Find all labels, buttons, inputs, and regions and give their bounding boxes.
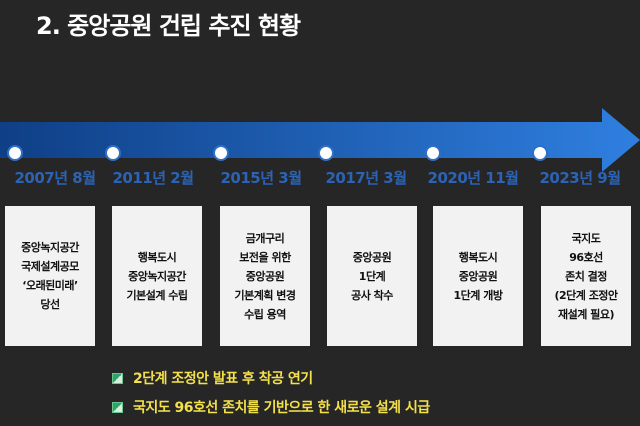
milestone-card-line: 기본계획 변경	[234, 288, 296, 302]
timeline-arrow-body	[0, 108, 640, 172]
milestone-card-line: 중앙공원	[352, 250, 392, 264]
milestone-card-line: 수립 용역	[244, 307, 286, 321]
milestone-card-line: 공사 착수	[351, 288, 393, 302]
milestone-card-line: 중앙공원	[245, 269, 285, 283]
timeline-arrow	[0, 108, 640, 172]
milestone-card-line: 행복도시	[458, 250, 498, 264]
timeline-node	[425, 145, 441, 161]
page-title: 2. 중앙공원 건립 추진 현황	[36, 12, 301, 40]
milestone-card-line: ‘오래된미래’	[22, 279, 78, 292]
milestone-card-line: 행복도시	[137, 250, 177, 264]
timeline-node	[318, 145, 334, 161]
milestone-card-line: 기본설계 수립	[126, 288, 188, 302]
milestone-date: 2017년 3월	[325, 169, 407, 187]
timeline-node	[105, 145, 121, 161]
milestone-card-line: 1단계	[358, 269, 386, 283]
timeline-node	[532, 145, 548, 161]
square-bullet-icon	[112, 401, 123, 413]
milestone-card-line: 96호선	[569, 250, 603, 264]
milestone-card-line: 당선	[40, 298, 60, 311]
milestone-card-line: 1단계 개방	[453, 288, 503, 302]
timeline-node	[213, 145, 229, 161]
milestone-card-line: 중앙녹지공간	[21, 241, 79, 254]
milestone-card-line: 금개구리	[245, 231, 285, 245]
timeline-node	[7, 145, 23, 161]
milestone-date: 2015년 3월	[220, 169, 302, 187]
milestone-date: 2007년 8월	[14, 169, 96, 187]
note-text: 2단계 조정안 발표 후 착공 연기	[133, 371, 313, 387]
milestone-date: 2011년 2월	[112, 169, 194, 187]
milestone-card-line: 국제설계공모	[21, 260, 79, 273]
square-bullet-icon	[112, 372, 123, 384]
note-text: 국지도 96호선 존치를 기반으로 한 새로운 설계 시급	[133, 400, 430, 416]
note-item-1: 2단계 조정안 발표 후 착공 연기	[112, 368, 313, 388]
milestone-card-line: 중앙공원	[458, 269, 498, 283]
milestone-card-line: 보전을 위한	[239, 250, 291, 264]
milestone-card-line: 재설계 필요)	[558, 307, 614, 321]
milestone-date: 2023년 9월	[539, 169, 621, 187]
milestone-card-line: 중앙녹지공간	[128, 269, 186, 283]
note-item-2: 국지도 96호선 존치를 기반으로 한 새로운 설계 시급	[112, 397, 430, 417]
milestone-card-line: 존치 결정	[565, 269, 607, 283]
milestone-card-line: (2단계 조정안	[554, 288, 618, 302]
milestone-date: 2020년 11월	[427, 169, 519, 187]
milestone-card-line: 국지도	[571, 231, 601, 245]
